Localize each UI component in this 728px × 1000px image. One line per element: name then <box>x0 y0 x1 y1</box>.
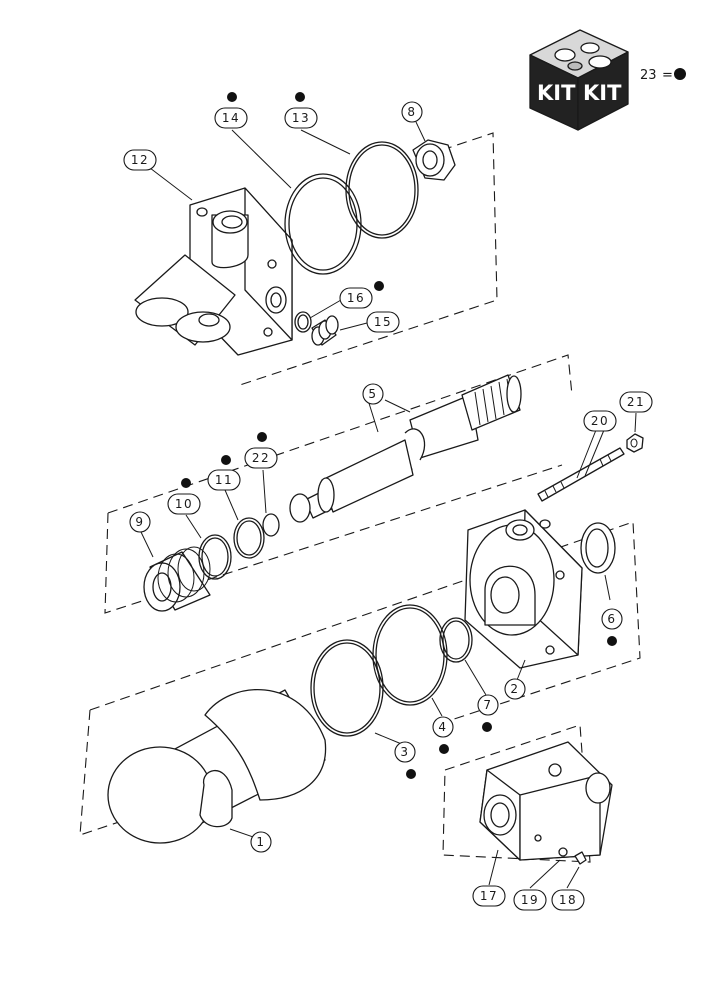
callout-13: 13 <box>284 92 318 129</box>
callout-6: 6 <box>601 608 623 646</box>
callout-11: 11 <box>207 455 241 491</box>
kit-label-right: KIT <box>583 81 622 105</box>
callout-12: 12 <box>123 149 157 171</box>
svg-text:18: 18 <box>559 893 577 907</box>
callout-19: 19 <box>513 889 547 911</box>
callout-16: 16 <box>339 281 384 309</box>
rod-clevis-17 <box>479 741 613 861</box>
callout-18: 18 <box>551 889 585 911</box>
svg-text:13: 13 <box>292 111 310 125</box>
svg-text:9: 9 <box>135 515 144 529</box>
svg-text:17: 17 <box>480 889 498 903</box>
nut-21 <box>626 433 644 453</box>
ball-19 <box>558 847 568 857</box>
svg-text:15: 15 <box>374 315 392 329</box>
o-ring-4 <box>372 604 448 706</box>
seal-11 <box>233 517 265 559</box>
callout-3: 3 <box>394 741 416 779</box>
plug-15 <box>311 315 339 346</box>
hex-nut-8 <box>412 139 456 181</box>
svg-text:19: 19 <box>521 893 539 907</box>
callout-1: 1 <box>250 831 272 853</box>
svg-text:5: 5 <box>368 387 377 401</box>
svg-text:20: 20 <box>591 414 609 428</box>
svg-text:7: 7 <box>483 698 492 712</box>
set-screw-18 <box>574 851 587 865</box>
callout-4: 4 <box>432 716 454 754</box>
svg-text:16: 16 <box>347 291 365 305</box>
svg-text:21: 21 <box>627 395 645 409</box>
o-ring-3 <box>310 639 384 737</box>
kit-legend: 23 = <box>640 68 686 83</box>
clevis-group-outline <box>442 724 591 863</box>
tube-group-outline <box>79 521 641 836</box>
wiper-6 <box>580 522 616 574</box>
callout-8: 8 <box>401 101 423 123</box>
o-ring-7 <box>439 617 473 663</box>
callout-20: 20 <box>583 410 617 432</box>
callout-9: 9 <box>129 511 151 533</box>
callout-21: 21 <box>619 391 653 413</box>
kit-legend-dot <box>674 68 686 80</box>
end-cap-2 <box>464 509 583 669</box>
seal-22 <box>262 513 280 537</box>
seal-10 <box>198 534 232 580</box>
piston-9 <box>143 546 211 612</box>
svg-text:8: 8 <box>407 105 416 119</box>
svg-text:4: 4 <box>438 720 447 734</box>
callout-17: 17 <box>472 885 506 907</box>
callout-10: 10 <box>167 478 201 515</box>
svg-text:12: 12 <box>131 153 149 167</box>
callout-2: 2 <box>504 678 526 700</box>
svg-text:22: 22 <box>252 451 270 465</box>
kit-legend-equals: = <box>662 68 673 83</box>
o-ring-13 <box>345 141 419 239</box>
svg-text:3: 3 <box>400 745 409 759</box>
svg-text:11: 11 <box>215 473 233 487</box>
piston-rod-5 <box>289 374 522 523</box>
callout-14: 14 <box>214 92 248 129</box>
svg-text:10: 10 <box>175 497 193 511</box>
washer-16 <box>294 311 312 333</box>
kit-label-left: KIT <box>537 81 576 105</box>
svg-text:2: 2 <box>510 682 519 696</box>
kit-box-icon: KIT KIT <box>529 29 629 131</box>
svg-text:6: 6 <box>607 612 616 626</box>
kit-legend-number: 23 <box>640 68 657 83</box>
head-group-outline <box>239 132 498 386</box>
barrel-tube-1 <box>107 689 327 844</box>
callout-22: 22 <box>244 432 278 469</box>
callout-7: 7 <box>477 694 499 732</box>
cylinder-head-block <box>134 187 293 356</box>
leader-lines <box>140 121 637 889</box>
callout-15: 15 <box>366 311 400 333</box>
svg-text:1: 1 <box>256 835 265 849</box>
tie-rod-20 <box>537 447 625 502</box>
callout-5: 5 <box>362 383 384 405</box>
svg-text:14: 14 <box>222 111 240 125</box>
